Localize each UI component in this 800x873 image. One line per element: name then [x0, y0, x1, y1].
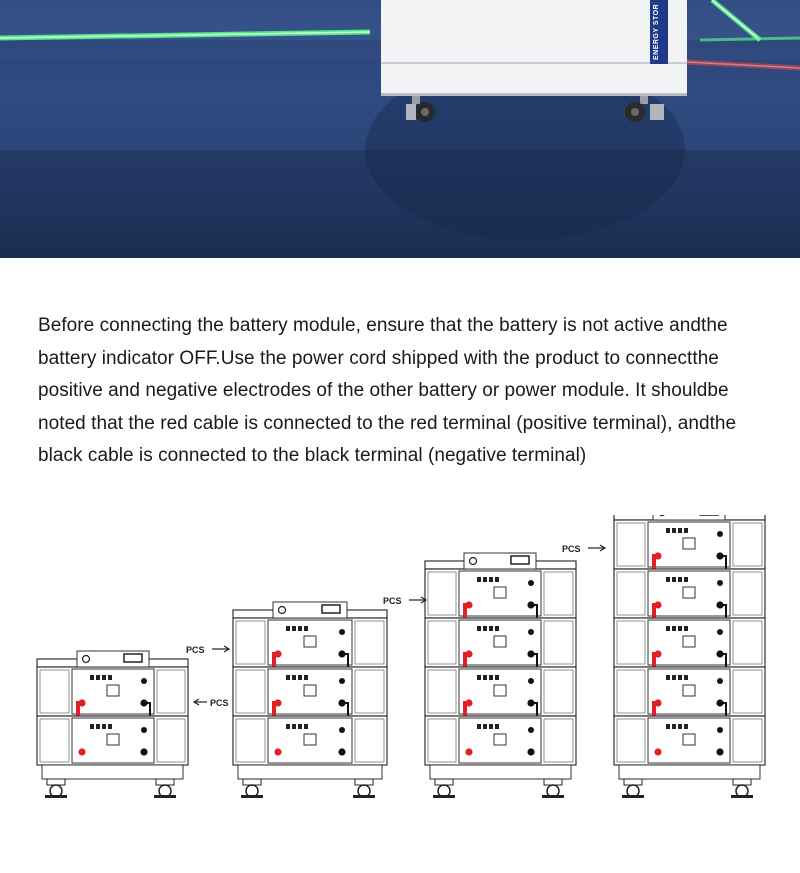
module-front-panel [647, 717, 731, 764]
positive-terminal [78, 748, 86, 756]
module-front-panel [458, 619, 542, 666]
module-front-panel [647, 570, 731, 617]
module-front-panel [458, 570, 542, 617]
connection-instructions: Before connecting the battery module, en… [38, 315, 737, 466]
positive-terminal [465, 748, 473, 756]
module-front-panel [267, 717, 353, 764]
pcs-label: PCS [562, 544, 581, 554]
stack-base [618, 764, 761, 780]
module-front-panel [647, 619, 731, 666]
stack-base [237, 764, 383, 780]
caster-left-icon [406, 96, 435, 122]
cabinet-brand-stripe [650, 0, 668, 64]
module-front-panel [71, 668, 155, 715]
battery-stack-5-modules: PCS [562, 503, 766, 798]
module-front-panel [647, 521, 731, 568]
stack-base [41, 764, 184, 780]
product-photo: ENERGY STOR [0, 0, 800, 258]
module-front-panel [647, 668, 731, 715]
pcs-label: PCS [383, 596, 402, 606]
battery-stack-svg: PCS PCS PCS PCS [36, 503, 766, 798]
negative-terminal [527, 748, 535, 756]
module-front-panel [71, 717, 155, 764]
battery-stack-diagram: PCS PCS PCS PCS [0, 503, 800, 868]
pcs-label: PCS [210, 698, 229, 708]
negative-terminal [140, 748, 148, 756]
positive-terminal [274, 748, 282, 756]
battery-stack-4-modules: PCS [383, 552, 577, 798]
caster-right-icon [625, 96, 664, 122]
battery-stack-2-modules: PCS [36, 650, 229, 798]
pcs-label: PCS [186, 645, 205, 655]
module-front-panel [458, 717, 542, 764]
module-front-panel [267, 619, 353, 666]
negative-terminal [338, 748, 346, 756]
battery-stack-3-modules: PCS [186, 601, 388, 798]
negative-terminal [716, 748, 724, 756]
cabinet-brand-text: ENERGY STOR [653, 4, 660, 60]
module-front-panel [267, 668, 353, 715]
stack-base [429, 764, 572, 780]
positive-terminal [654, 748, 662, 756]
module-front-panel [458, 668, 542, 715]
energy-storage-cabinet [381, 0, 687, 95]
showroom-scene [0, 0, 800, 258]
